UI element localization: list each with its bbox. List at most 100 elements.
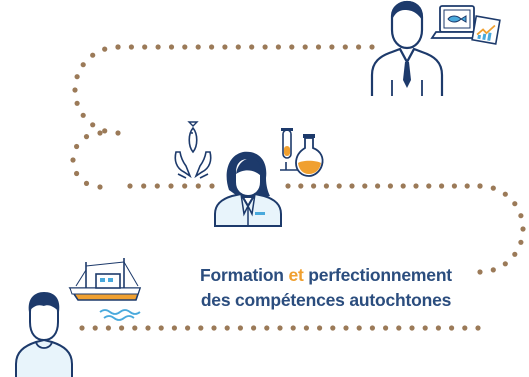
scientist-woman-icon (214, 151, 282, 227)
path-dot (209, 183, 215, 189)
path-dot (396, 325, 402, 331)
path-dot (141, 183, 147, 189)
path-dot (277, 325, 283, 331)
path-dot (168, 44, 175, 50)
path-dot (298, 183, 304, 189)
path-dot (285, 183, 291, 189)
path-dot (302, 44, 308, 50)
path-dot (435, 325, 441, 331)
path-dot (209, 44, 215, 50)
path-dot (317, 325, 323, 331)
path-dot (409, 325, 415, 331)
path-dot (369, 44, 375, 50)
path-dot (80, 62, 86, 68)
path-dot (342, 44, 348, 50)
path-dot (182, 44, 188, 50)
path-dot (477, 269, 483, 275)
path-dot (74, 74, 80, 80)
path-dot (115, 130, 121, 136)
path-dot (115, 44, 121, 50)
path-dot (171, 325, 177, 331)
path-dot (290, 325, 296, 331)
path-dot (83, 134, 90, 140)
path-dot (518, 239, 524, 245)
path-dot (155, 44, 161, 50)
path-dot (422, 325, 428, 331)
path-dot (490, 267, 496, 273)
dotted-path (70, 44, 526, 331)
path-dot (237, 325, 243, 331)
path-dot (74, 100, 80, 106)
path-dot (518, 213, 524, 219)
path-dot (289, 44, 295, 50)
path-dot (80, 112, 86, 118)
path-dot (222, 44, 228, 50)
caption-line-1: Formation et perfectionnement (150, 263, 502, 288)
path-dot (158, 325, 164, 331)
path-dot (512, 201, 518, 207)
lab-flasks-icon (280, 128, 324, 177)
fishing-boat-icon (68, 258, 142, 301)
path-dot (490, 185, 496, 191)
path-dot (251, 325, 257, 331)
path-dot (387, 183, 393, 189)
path-dot (303, 325, 309, 331)
path-dot (119, 325, 125, 331)
path-dot (369, 325, 375, 331)
path-dot (383, 325, 389, 331)
path-dot (449, 325, 455, 331)
caption-line-2: des compétences autochtones (200, 290, 452, 310)
path-dot (249, 44, 255, 50)
path-dot (343, 325, 349, 331)
path-dot (128, 44, 134, 50)
path-dot (349, 183, 355, 189)
path-dot (90, 122, 96, 128)
path-dot (502, 261, 508, 267)
path-dot (315, 44, 322, 50)
path-dot (70, 157, 76, 163)
hands-fish-icon (174, 121, 212, 179)
path-dot (311, 183, 317, 189)
caption-formation: Formation (200, 265, 289, 285)
path-dot (168, 183, 174, 189)
path-dot (83, 180, 90, 186)
path-dot (275, 44, 281, 50)
path-dot (426, 183, 432, 189)
path-dot (74, 170, 80, 177)
path-dot (356, 325, 362, 331)
young-man-icon (15, 292, 73, 377)
path-dot (102, 46, 108, 52)
path-dot (400, 183, 406, 189)
path-dot (90, 52, 96, 58)
path-dot (145, 325, 151, 331)
path-dot (413, 183, 419, 189)
path-dot (512, 251, 518, 257)
path-dot (264, 325, 270, 331)
path-dot (235, 44, 241, 50)
businessman-icon (370, 0, 444, 96)
path-dot (72, 87, 78, 93)
path-dot (323, 183, 329, 189)
path-dot (105, 325, 111, 331)
path-dot (185, 325, 191, 331)
path-dot (375, 183, 381, 189)
path-dot (262, 44, 268, 50)
path-dot (74, 143, 80, 150)
path-dot (195, 44, 201, 50)
path-dot (132, 325, 138, 331)
path-dot (97, 130, 103, 136)
path-dot (464, 183, 470, 189)
path-dot (198, 325, 204, 331)
path-dot (92, 325, 98, 331)
path-dot (127, 183, 133, 189)
waves-icon (99, 309, 141, 321)
path-dot (336, 183, 342, 189)
path-dot (362, 183, 368, 189)
path-dot (477, 183, 483, 189)
path-dot (195, 183, 201, 189)
caption-et: et (288, 265, 304, 285)
path-dot (462, 325, 468, 331)
caption: Formation et perfectionnement des compét… (150, 263, 502, 313)
path-dot (154, 183, 160, 189)
